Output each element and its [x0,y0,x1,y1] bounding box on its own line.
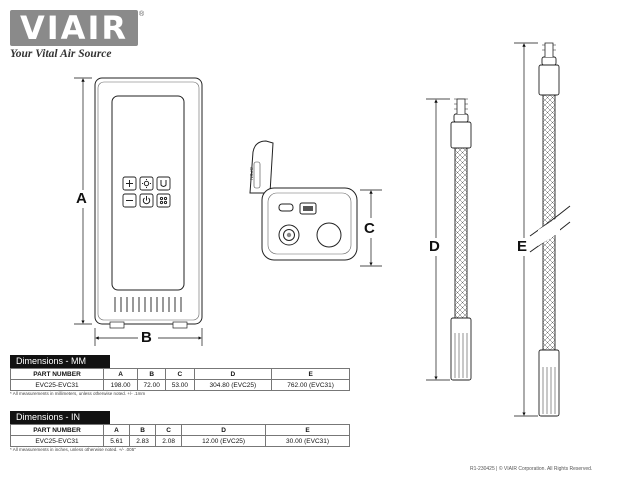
dimension-a [74,77,92,325]
hose-e-break [529,205,571,253]
dimension-c-label: C [364,220,375,237]
table-cell: EVC25-EVC31 [10,379,104,391]
table-row: EVC25-EVC31 5.61 2.83 2.08 12.00 (EVC25)… [10,435,350,447]
table-cell: 30.00 (EVC31) [265,435,350,447]
table-cell: 72.00 [137,379,167,391]
hose-d [450,113,472,381]
table-cell: EVC25-EVC31 [10,435,104,447]
header-cell: E [271,368,350,380]
header-cell: E [265,424,350,436]
table-cell: 762.00 (EVC31) [271,379,350,391]
hose-e-ridges [542,44,556,414]
header-cell: D [181,424,267,436]
header-cell: D [193,368,273,380]
in-note: * All measurements in inches, unless oth… [10,447,136,452]
dimensions-in-title: Dimensions - IN [10,411,110,424]
power-icon [142,196,151,205]
header-cell: A [102,368,139,380]
dimension-c [360,189,382,267]
header-cell: C [165,368,195,380]
plus-icon [126,180,133,187]
vent-slots [114,297,182,312]
dimensions-mm-section: Dimensions - MM PART NUMBER A B C D E EV… [10,355,350,396]
header-cell: B [129,424,157,436]
dimension-e-label: E [517,238,528,255]
table-cell: 53.00 [165,379,195,391]
lid-open-label: OPEN [249,167,254,180]
dimension-e [514,42,538,417]
dimension-d-label: D [429,238,440,255]
header-cell: PART NUMBER [10,368,104,380]
viair-logo: VIAIR [10,10,138,46]
table-cell: 198.00 [102,379,139,391]
footer-copyright: R1-230425 | © VIAIR Corporation. All Rig… [470,466,593,472]
registered-mark: ® [139,11,145,18]
compressor-side-view [249,140,358,261]
mm-note: * All measurements in millimeters, unles… [10,391,146,396]
dimensions-mm-title: Dimensions - MM [10,355,110,368]
table-cell: 12.00 (EVC25) [181,435,267,447]
table-cell: 2.83 [129,435,157,447]
table-cell: 5.61 [102,435,131,447]
table-row: EVC25-EVC31 198.00 72.00 53.00 304.80 (E… [10,379,350,391]
dimension-d [426,98,450,381]
dimensions-in-table: PART NUMBER A B C D E EVC25-EVC31 5.61 2… [10,424,350,447]
header-cell: B [137,368,167,380]
tagline: Your Vital Air Source [10,48,112,60]
light-icon [142,179,151,188]
unit-icon [160,180,167,187]
table-cell: 2.08 [155,435,183,447]
dimension-b-label: B [141,329,152,346]
header-cell: C [155,424,183,436]
compressor-front-view [94,77,203,329]
table-header-row: PART NUMBER A B C D E [10,424,350,436]
header-cell: A [102,424,131,436]
mode-icon [159,196,168,205]
dimensions-in-section: Dimensions - IN PART NUMBER A B C D E EV… [10,411,350,452]
dimension-a-label: A [76,190,87,207]
header-cell: PART NUMBER [10,424,104,436]
dimensions-mm-table: PART NUMBER A B C D E EVC25-EVC31 198.00… [10,368,350,391]
dimension-b [94,328,203,346]
table-cell: 304.80 (EVC25) [193,379,273,391]
table-header-row: PART NUMBER A B C D E [10,368,350,380]
